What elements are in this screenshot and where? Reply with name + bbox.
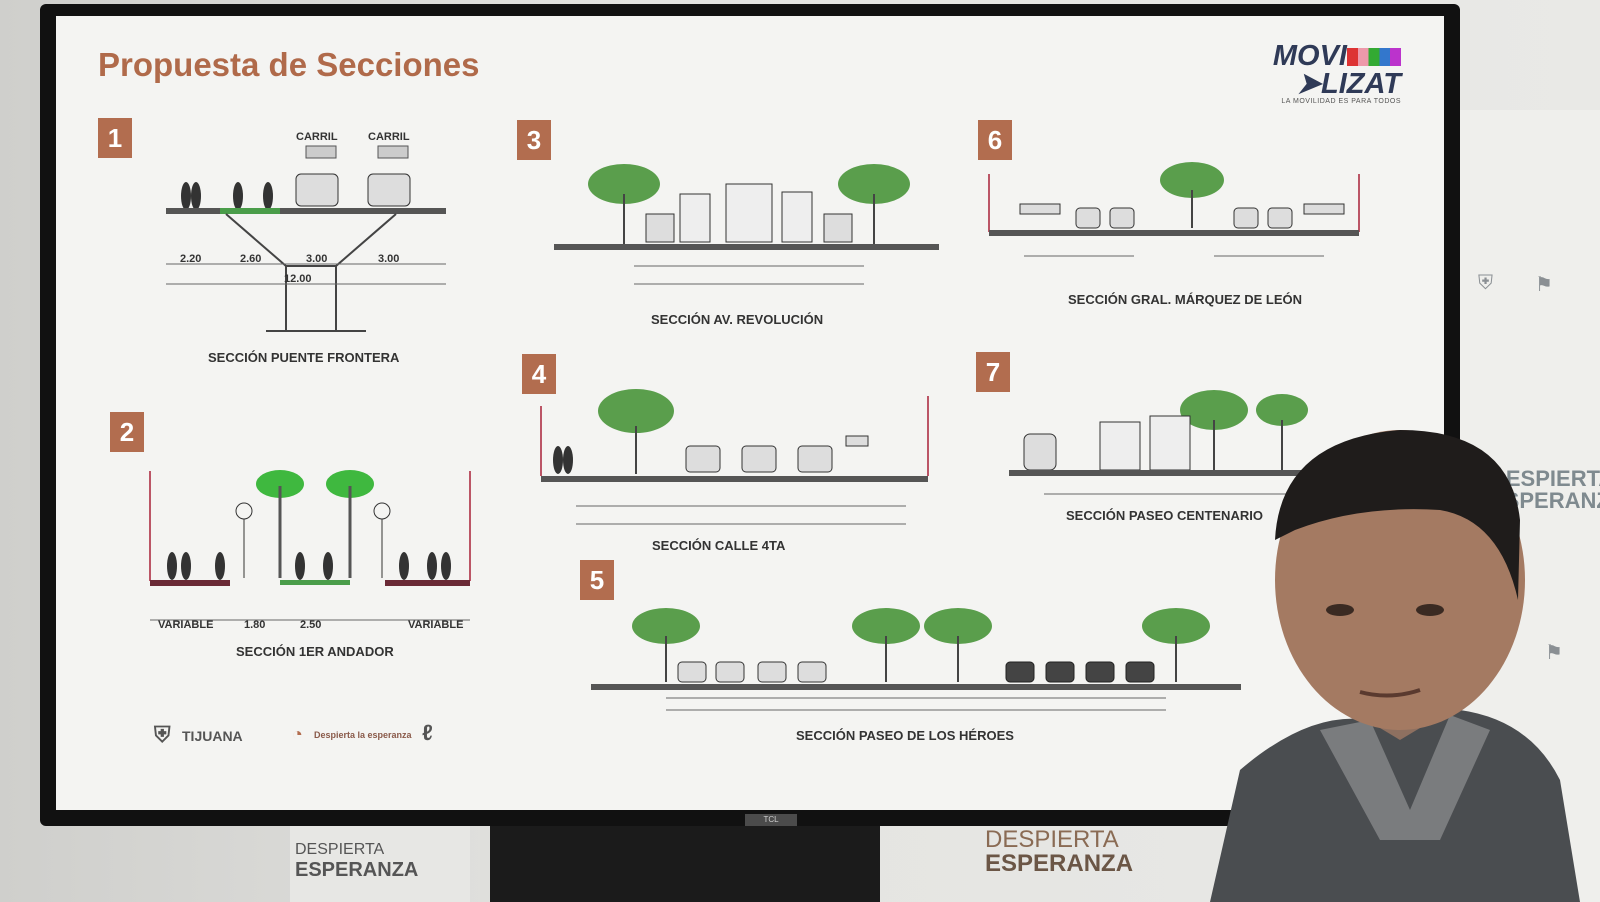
dimension-label: VARIABLE	[158, 619, 213, 631]
backdrop-logo-line: DESPIERTA	[985, 826, 1119, 853]
dimension-label: 3.00	[378, 253, 399, 265]
television: Propuesta de Secciones MOVI ➤LIZAT LA MO…	[40, 4, 1460, 826]
section-3-drawing	[554, 164, 939, 285]
campaign-logo-icon: ◔	[292, 724, 303, 744]
banner-line-1: DESPIERTA	[1490, 466, 1600, 491]
section-4-drawing	[540, 389, 929, 525]
dimension-label: 2.60	[240, 253, 261, 265]
tv-stand	[490, 826, 880, 902]
section-caption: SECCIÓN GRAL. MÁRQUEZ DE LEÓN	[1068, 292, 1303, 307]
section-7-drawing	[1009, 390, 1319, 495]
section-badge: 6	[978, 120, 1012, 160]
backdrop-logo: DESPIERTA ESPERANZA	[295, 840, 418, 880]
dimension-label: 1.80	[244, 619, 265, 631]
section-badge: 1	[98, 118, 132, 158]
lane-label: CARRIL	[368, 131, 410, 143]
footer-logos: ⛨ TIJUANA ◔ Despierta la esperanza ℓ	[146, 716, 466, 756]
section-badge: 5	[580, 560, 614, 600]
signature-icon: ℓ	[422, 720, 433, 745]
presentation-slide: Propuesta de Secciones MOVI ➤LIZAT LA MO…	[56, 16, 1444, 810]
dimension-label: 2.20	[180, 253, 201, 265]
dimension-label: VARIABLE	[408, 619, 463, 631]
backdrop-logo-line: DESPIERTA	[295, 841, 385, 858]
brand-text-1: MOVI	[1272, 40, 1347, 72]
brand-tagline: LA MOVILIDAD ES PARA TODOS	[1281, 98, 1401, 105]
backdrop-logo: DESPIERTA ESPERANZA	[985, 828, 1133, 876]
section-5-drawing	[591, 608, 1241, 711]
section-1-drawing: CARRIL CARRIL 2.20 2.60 3.00 3.00 12.00	[166, 131, 446, 332]
backdrop-logo-line: ESPERANZA	[295, 859, 419, 881]
section-caption: SECCIÓN PUENTE FRONTERA	[208, 350, 400, 365]
lane-label: CARRIL	[296, 131, 338, 143]
section-caption: SECCIÓN PASEO CENTENARIO	[1066, 508, 1263, 523]
brand-line-2: ➤LIZAT	[1231, 68, 1401, 100]
section-6-drawing	[988, 162, 1360, 257]
campaign-logo-text: Despierta la esperanza	[314, 730, 412, 740]
tv-brand-logo: TCL	[745, 814, 797, 826]
slide-title: Propuesta de Secciones	[98, 46, 480, 83]
brand-line-1: MOVI	[1231, 40, 1401, 72]
crest-icon: ⚑	[1545, 642, 1563, 664]
crest-icon: ⛨	[1478, 272, 1493, 294]
backdrop-panel	[290, 826, 470, 902]
section-caption: SECCIÓN 1ER ANDADOR	[236, 644, 394, 659]
section-caption: SECCIÓN CALLE 4TA	[652, 538, 786, 553]
section-badge: 2	[110, 412, 144, 452]
section-badge: 3	[517, 120, 551, 160]
section-badge: 7	[976, 352, 1010, 392]
section-2-drawing: VARIABLE 1.80 2.50 VARIABLE	[149, 470, 471, 631]
crest-icon: ⚑	[1535, 274, 1553, 296]
section-badge: 4	[522, 354, 556, 394]
dimension-label: 12.00	[284, 273, 312, 285]
city-crest-icon: ⛨	[154, 722, 171, 747]
backdrop-logo-line: ESPERANZA	[985, 850, 1134, 877]
arrow-icon: ➤	[1296, 68, 1321, 100]
dimension-label: 3.00	[306, 253, 327, 265]
presenter	[1210, 430, 1580, 902]
dimension-label: 2.50	[300, 619, 321, 631]
brand-logo: MOVI ➤LIZAT LA MOVILIDAD ES PARA TODOS	[1231, 42, 1401, 105]
brand-color-bars	[1347, 48, 1401, 67]
section-caption: SECCIÓN AV. REVOLUCIÓN	[651, 312, 824, 327]
city-logo-text: TIJUANA	[182, 728, 243, 744]
brand-text-2: LIZAT	[1321, 68, 1401, 100]
section-caption: SECCIÓN PASEO DE LOS HÉROES	[796, 728, 1014, 743]
